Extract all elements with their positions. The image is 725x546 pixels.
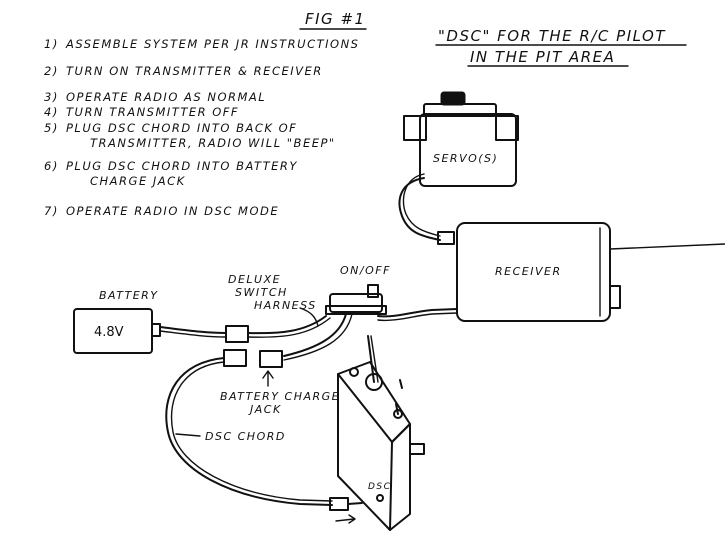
servo-mount-tab-left (403, 115, 427, 141)
battery-lead-inner (159, 330, 227, 338)
step-text: TURN ON TRANSMITTER & RECEIVER (66, 64, 323, 78)
dsc-chord-cable-inner (170, 361, 333, 502)
battery-label: BATTERY (99, 289, 159, 302)
heading-line-2: IN THE PIT AREA (470, 48, 615, 66)
battery-voltage: 4.8V (94, 325, 124, 340)
switch-to-receiver-lead-inner (377, 312, 458, 322)
dsc-chord-connector (223, 349, 247, 367)
step-text: ASSEMBLE SYSTEM PER JR INSTRUCTIONS (65, 37, 359, 51)
charge-jack-lead-inner (283, 313, 353, 361)
transmitter-dsc-label: DSC (368, 482, 391, 492)
servo-plug (437, 231, 455, 245)
step-number: 1) (44, 37, 59, 51)
transmitter-antenna-inner (370, 335, 379, 383)
step-number: 5) (44, 121, 59, 135)
switch-knob (367, 284, 379, 298)
harness-connector (225, 325, 249, 343)
switch-plate (325, 305, 387, 315)
servo: SERVO(S) (403, 91, 519, 187)
transmitter-left-stick-icon (365, 373, 383, 391)
servo-lead-inner (402, 173, 441, 237)
receiver-antenna (609, 243, 725, 250)
deluxe-label-line-3: HARNESS (254, 299, 317, 312)
step-text: CHARGE JACK (90, 174, 186, 188)
on-off-switch: ON/OFF (325, 264, 391, 315)
dsc-plug (329, 497, 349, 511)
battery: 4.8V (73, 308, 161, 354)
step-text: TURN TRANSMITTER OFF (66, 105, 239, 119)
receiver-label: RECEIVER (495, 265, 562, 278)
insert-arrow (335, 514, 356, 524)
charge-pointer (262, 370, 274, 387)
step-text: PLUG DSC CHORD INTO BATTERY (66, 159, 298, 173)
step-number: 6) (44, 159, 59, 173)
transmitter: DSC (337, 335, 425, 531)
transmitter-side (389, 423, 411, 531)
battery-lead (159, 326, 227, 334)
battery-terminal (151, 323, 161, 337)
on-off-label: ON/OFF (340, 264, 391, 277)
harness-lead (247, 315, 327, 335)
step-text: PLUG DSC CHORD INTO BACK OF (66, 121, 297, 135)
heading-line-1: "DSC" FOR THE R/C PILOT (438, 27, 666, 45)
transmitter-right-stick (395, 403, 399, 415)
step-number: 2) (44, 64, 59, 78)
charge-jack-lead (283, 313, 347, 357)
step-text: TRANSMITTER, RADIO WILL "BEEP" (90, 136, 336, 150)
dsc-chord-pointer (175, 433, 201, 437)
transmitter-knob-icon (349, 367, 359, 377)
charge-label-line-1: BATTERY CHARGE (220, 390, 340, 403)
servo-body (419, 113, 517, 187)
harness-lead-inner (247, 317, 331, 338)
deluxe-pointer (299, 307, 319, 327)
transmitter-dsc-port (376, 494, 384, 502)
receiver-body (456, 222, 611, 322)
transmitter-side-handle (409, 443, 425, 455)
dsc-plug-tip (347, 502, 363, 505)
step-number: 7) (44, 204, 59, 218)
servo-mount-tab-right (495, 115, 519, 141)
step-number: 3) (44, 90, 59, 104)
figure-title: FIG #1 (305, 10, 366, 28)
servo-lead (398, 177, 441, 241)
servo-label: SERVO(S) (433, 152, 498, 165)
switch-body (329, 293, 383, 313)
receiver: RECEIVER (456, 222, 621, 322)
dsc-chord-cable (165, 357, 333, 506)
step-number: 4) (44, 105, 59, 119)
receiver-port (609, 285, 621, 309)
deluxe-label-line-1: DELUXE (228, 273, 281, 286)
servo-top (423, 103, 497, 117)
charge-label-line-2: JACK (248, 403, 282, 416)
step-text: OPERATE RADIO IN DSC MODE (66, 204, 279, 218)
deluxe-label-line-2: SWITCH (235, 286, 288, 299)
transmitter-switch (399, 379, 403, 389)
switch-to-receiver-lead (377, 308, 458, 318)
instruction-steps: 1) ASSEMBLE SYSTEM PER JR INSTRUCTIONS 2) T… (44, 37, 359, 218)
step-text: OPERATE RADIO AS NORMAL (66, 90, 266, 104)
dsc-chord-label: DSC CHORD (205, 430, 286, 443)
charge-jack (259, 350, 283, 368)
transmitter-face (337, 373, 393, 531)
transmitter-antenna (367, 335, 375, 383)
